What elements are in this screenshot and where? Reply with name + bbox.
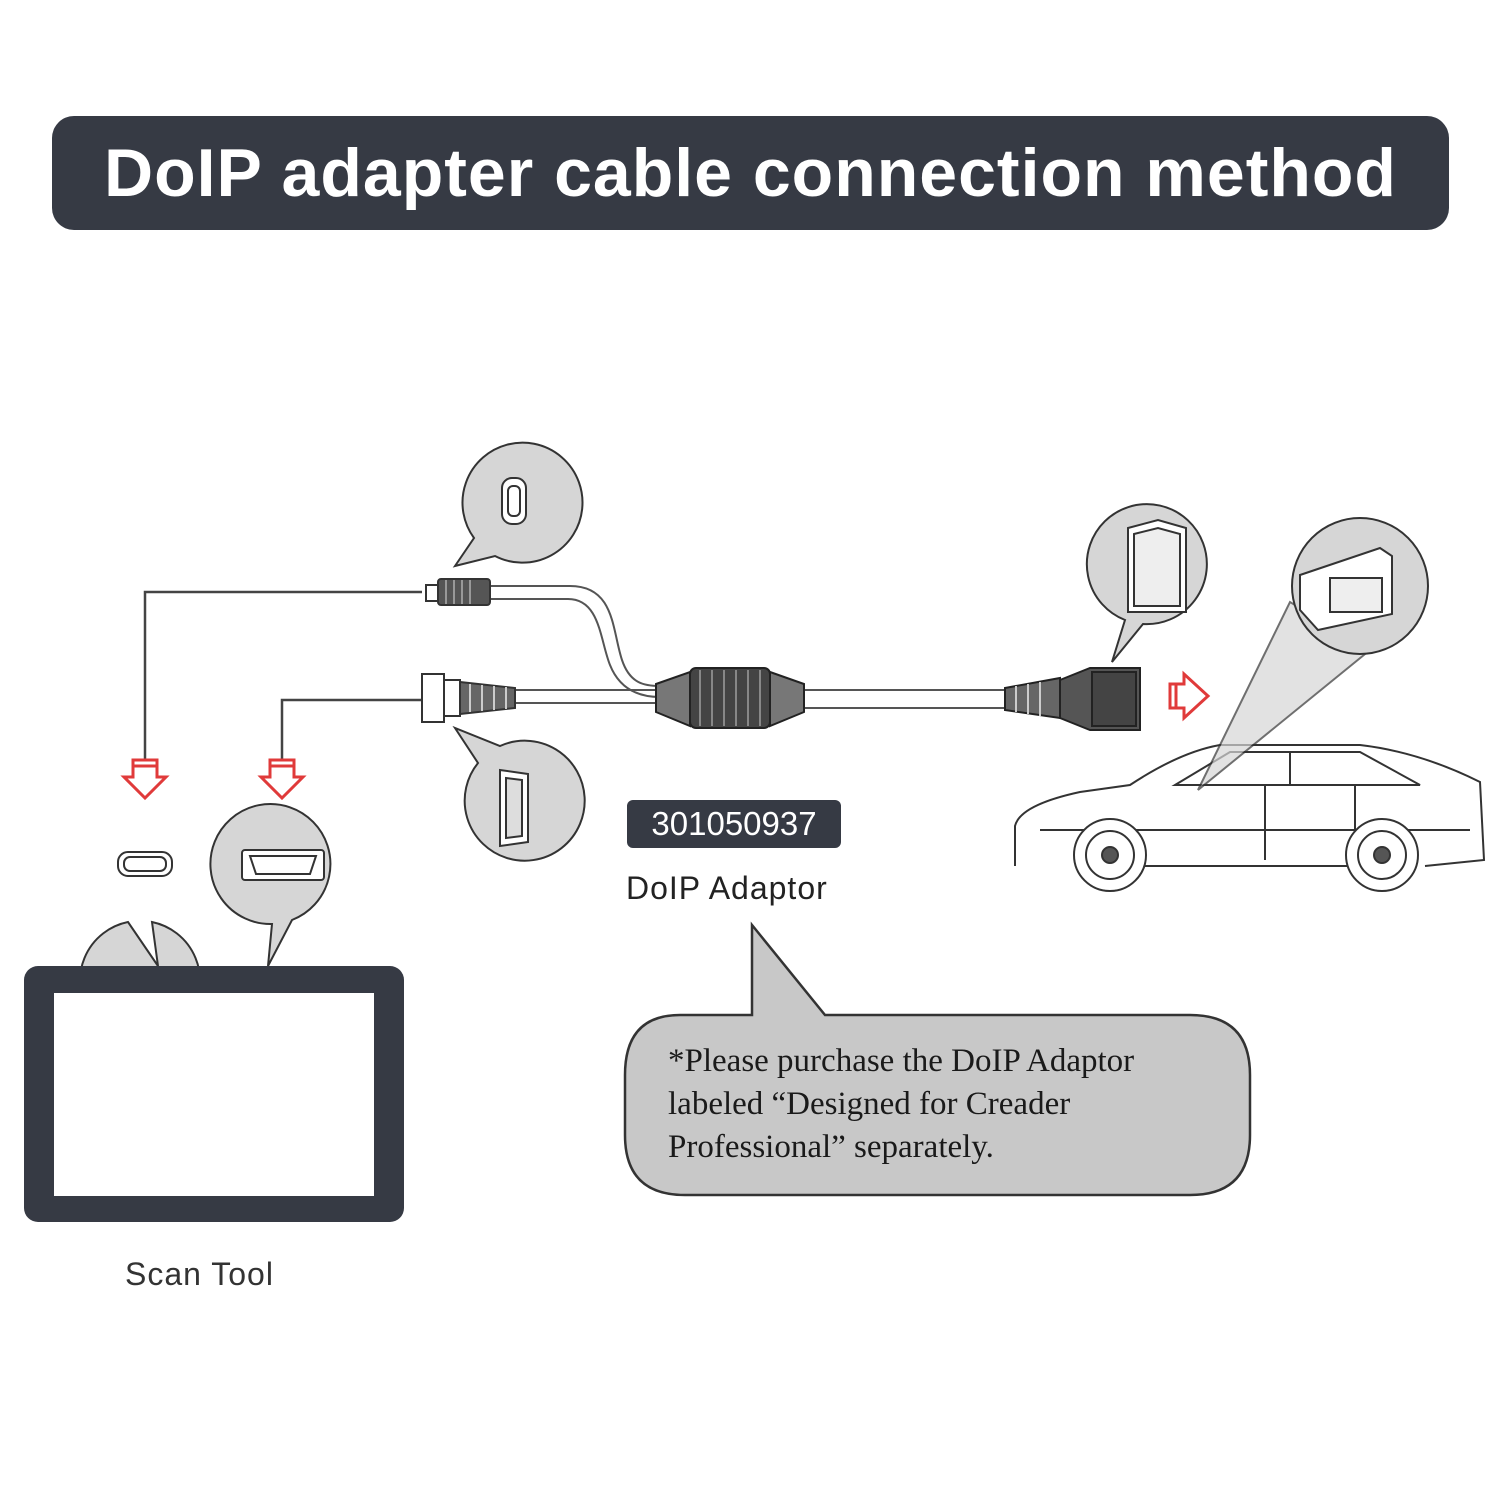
purchase-note: *Please purchase the DoIP Adaptor labele… — [668, 1040, 1228, 1169]
scan-tool-label: Scan Tool — [125, 1256, 274, 1292]
obd-plug — [1004, 667, 1141, 731]
usb-connection-line — [143, 590, 422, 760]
obd-port-callout — [1085, 503, 1208, 663]
car-obd-callout — [1197, 517, 1429, 791]
down-arrow-icon — [120, 758, 170, 801]
note-line: labeled “Designed for Creader — [668, 1086, 1071, 1122]
db15-port-callout — [452, 725, 586, 862]
right-arrow-icon — [1168, 670, 1211, 722]
part-number-badge: 301050937 — [627, 800, 841, 848]
title-banner: DoIP adapter cable connection method — [52, 116, 1449, 230]
db15-connection-line — [280, 698, 422, 760]
scan-tool-tablet — [24, 966, 404, 1222]
connection-lines — [143, 590, 422, 760]
note-callout — [623, 921, 1252, 1197]
usb-c-plug — [425, 578, 491, 606]
note-line: *Please purchase the DoIP Adaptor — [668, 1043, 1135, 1079]
cable — [490, 585, 1005, 709]
adaptor-label: DoIP Adaptor — [626, 870, 828, 906]
note-line: Professional” separately. — [668, 1129, 994, 1165]
cable-junction — [655, 667, 805, 729]
down-arrow-icon — [257, 758, 307, 801]
car-illustration — [1014, 744, 1486, 892]
db15-plug — [421, 673, 516, 723]
usb-c-port-callout — [452, 441, 584, 568]
page-title: DoIP adapter cable connection method — [104, 135, 1397, 211]
scan-tool-db15-callout — [209, 803, 332, 967]
